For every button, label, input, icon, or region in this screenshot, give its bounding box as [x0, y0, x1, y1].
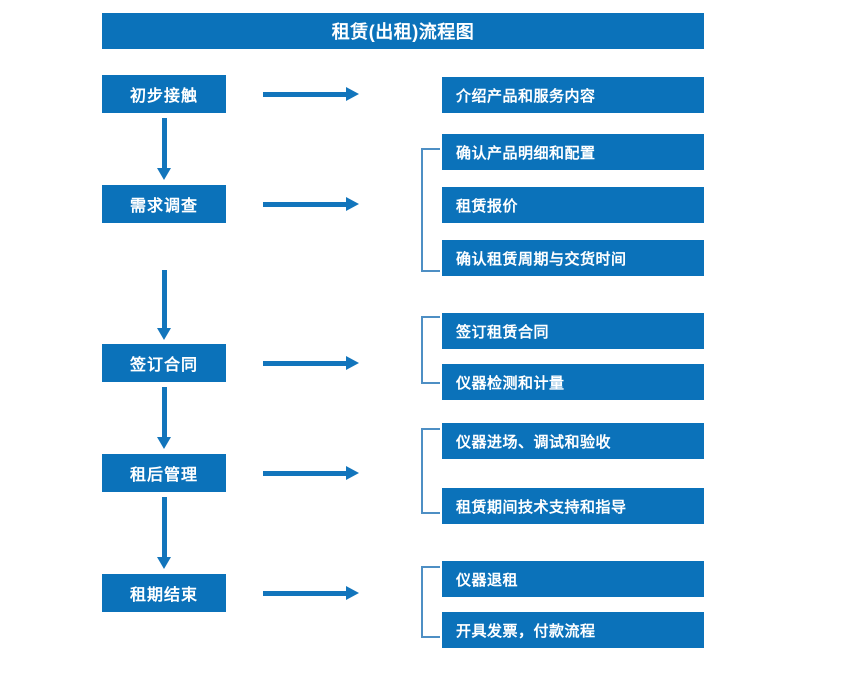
horizontal-arrow-1 — [263, 87, 359, 101]
horizontal-arrow-5 — [263, 586, 359, 600]
detail-box-2[interactable]: 确认产品明细和配置 — [442, 134, 704, 170]
group-bracket-1 — [421, 148, 440, 272]
horizontal-arrow-2 — [263, 197, 359, 211]
vertical-arrow-2 — [157, 270, 171, 340]
stage-box-1[interactable]: 初步接触 — [102, 75, 226, 113]
detail-box-7[interactable]: 仪器进场、调试和验收 — [442, 423, 704, 459]
detail-box-4[interactable]: 确认租赁周期与交货时间 — [442, 240, 704, 276]
group-bracket-3 — [421, 428, 440, 514]
detail-box-10[interactable]: 开具发票，付款流程 — [442, 612, 704, 648]
stage-box-5[interactable]: 租期结束 — [102, 574, 226, 612]
detail-box-8[interactable]: 租赁期间技术支持和指导 — [442, 488, 704, 524]
vertical-arrow-4 — [157, 497, 171, 569]
detail-box-1[interactable]: 介绍产品和服务内容 — [442, 77, 704, 113]
detail-box-9[interactable]: 仪器退租 — [442, 561, 704, 597]
detail-box-6[interactable]: 仪器检测和计量 — [442, 364, 704, 400]
stage-box-4[interactable]: 租后管理 — [102, 454, 226, 492]
diagram-title: 租赁(出租)流程图 — [102, 13, 704, 49]
horizontal-arrow-4 — [263, 466, 359, 480]
detail-box-5[interactable]: 签订租赁合同 — [442, 313, 704, 349]
stage-box-2[interactable]: 需求调查 — [102, 185, 226, 223]
detail-box-3[interactable]: 租赁报价 — [442, 187, 704, 223]
group-bracket-4 — [421, 566, 440, 638]
vertical-arrow-3 — [157, 387, 171, 449]
group-bracket-2 — [421, 316, 440, 384]
stage-box-3[interactable]: 签订合同 — [102, 344, 226, 382]
horizontal-arrow-3 — [263, 356, 359, 370]
vertical-arrow-1 — [157, 118, 171, 180]
